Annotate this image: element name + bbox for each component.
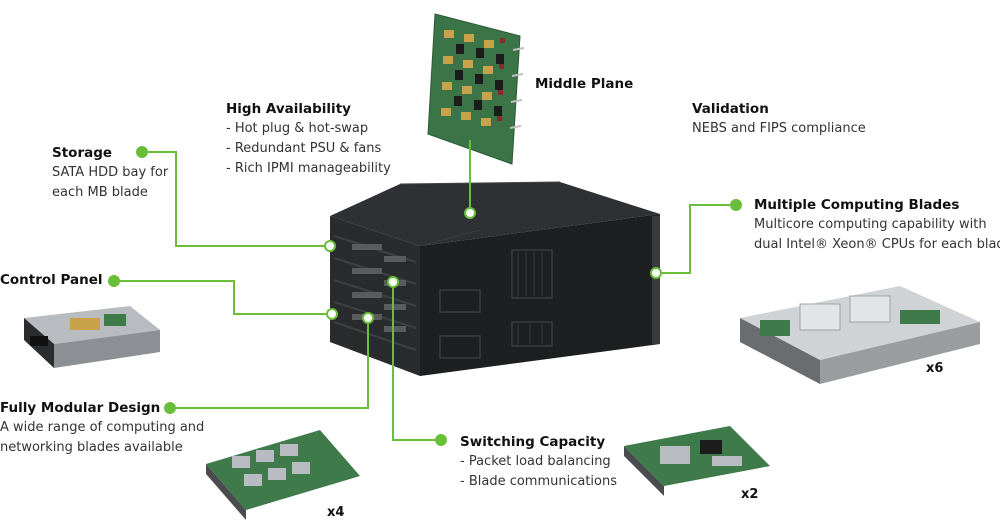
control-panel-image (24, 306, 160, 368)
callout-high-availability: High Availability - Hot plug & hot-swap … (226, 99, 391, 179)
modular-dot-icon (164, 402, 176, 414)
callout-line: networking blades available (0, 440, 183, 455)
computing-dot-icon (730, 199, 742, 211)
chassis-midplane-ring-icon (464, 207, 476, 219)
callout-line: Multicore computing capability with (754, 217, 987, 232)
callout-switching-capacity: Switching Capacity - Packet load balanci… (460, 432, 617, 492)
switch-blade-image (624, 426, 770, 496)
callout-title: Middle Plane (535, 76, 634, 92)
networking-blade-count: x4 (327, 505, 345, 520)
callout-dots (108, 146, 742, 446)
connector-lines (114, 140, 736, 441)
chassis-switching-ring-icon (387, 276, 399, 288)
callout-line: - Rich IPMI manageability (226, 161, 391, 176)
callout-fully-modular-design: Fully Modular Design A wide range of com… (0, 398, 204, 458)
callout-title: High Availability (226, 101, 351, 117)
callout-multiple-computing-blades: Multiple Computing Blades Multicore comp… (754, 195, 1000, 255)
computing-blade-image (740, 286, 980, 384)
callout-title: Control Panel (0, 272, 103, 288)
callout-title: Fully Modular Design (0, 400, 161, 416)
callout-validation: Validation NEBS and FIPS compliance (692, 99, 866, 139)
callout-title: Switching Capacity (460, 434, 606, 450)
callout-storage: Storage SATA HDD bay for each MB blade (52, 143, 168, 203)
chassis-computing-ring-icon (650, 267, 662, 279)
storage-dot-icon (136, 146, 148, 158)
callout-line: SATA HDD bay for (52, 165, 169, 180)
callout-control-panel: Control Panel (0, 270, 103, 290)
computing-blade-count: x6 (926, 361, 944, 376)
callout-title: Multiple Computing Blades (754, 197, 960, 213)
callout-middle-plane: Middle Plane (535, 74, 633, 94)
chassis-image (330, 181, 660, 376)
callout-title: Storage (52, 145, 113, 161)
callout-line: - Hot plug & hot-swap (226, 121, 369, 136)
callout-line: - Redundant PSU & fans (226, 141, 382, 156)
callout-title: Validation (692, 101, 769, 117)
callout-line: dual Intel® Xeon® CPUs for each blade (754, 237, 1000, 252)
control-panel-dot-icon (108, 275, 120, 287)
networking-blade-image (206, 430, 360, 520)
middle-plane-board-image (427, 13, 525, 165)
switching-dot-icon (435, 434, 447, 446)
chassis-modular-ring-icon (362, 312, 374, 324)
switch-blade-count: x2 (741, 487, 759, 502)
callout-line: - Packet load balancing (460, 454, 611, 469)
chassis-control-ring-icon (326, 308, 338, 320)
chassis-storage-ring-icon (324, 240, 336, 252)
callout-line: NEBS and FIPS compliance (692, 121, 866, 136)
callout-line: each MB blade (52, 185, 148, 200)
callout-line: - Blade communications (460, 474, 618, 489)
callout-line: A wide range of computing and (0, 420, 205, 435)
